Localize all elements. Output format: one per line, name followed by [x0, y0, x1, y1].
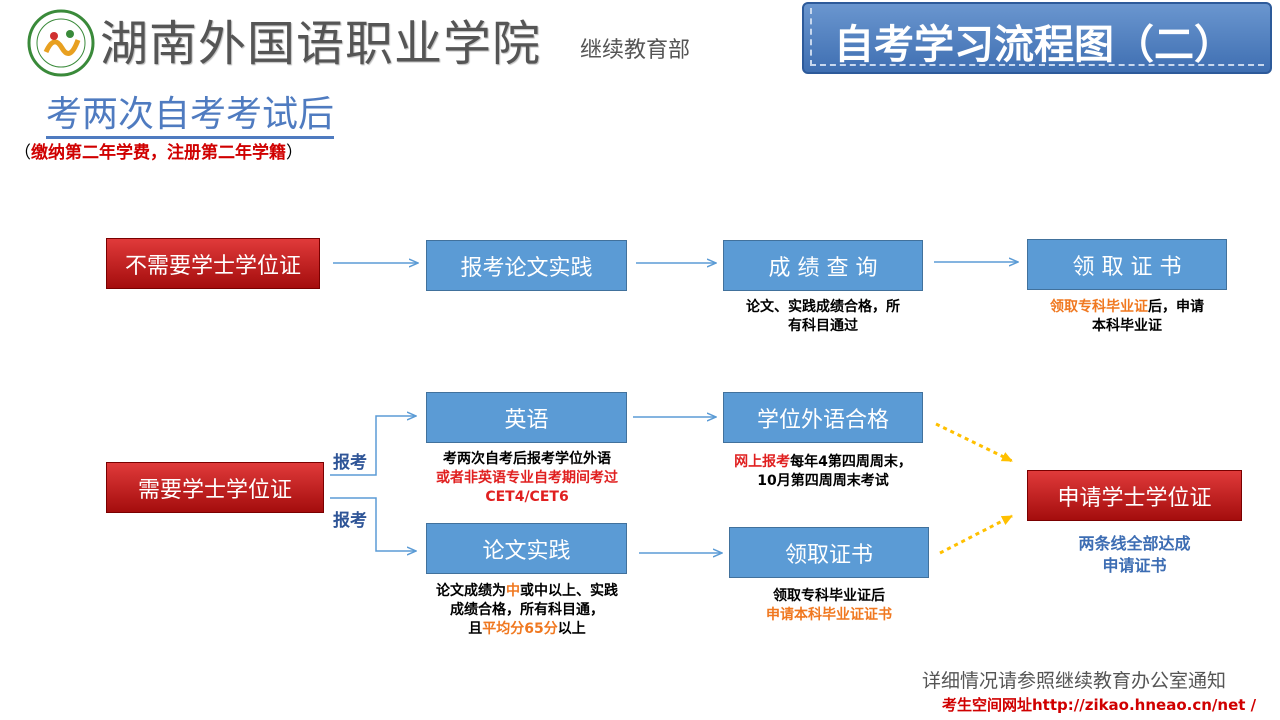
footer-note: 详细情况请参照继续教育办公室通知	[922, 670, 1227, 692]
section-note: （缴纳第二年学费，注册第二年学籍）	[14, 143, 303, 163]
foreign-language-pass-box: 学位外语合格	[723, 392, 923, 443]
arrow-branch-bottom	[330, 497, 416, 551]
dotted-arrow-bottom	[939, 514, 1013, 555]
degree-required-box: 需要学士学位证	[106, 462, 324, 513]
school-name: 湖南外国语职业学院	[100, 16, 542, 72]
thesis-practice-box: 论文实践	[426, 523, 627, 574]
apply-degree-box: 申请学士学位证	[1027, 470, 1242, 521]
enroll-thesis-box: 报考论文实践	[426, 240, 627, 291]
foreign-language-caption: 网上报考每年4第四周周末， 10月第四周周末考试	[734, 454, 912, 489]
english-caption: 考两次自考后报考学位外语 或者非英语专业自考期间考过 CET4/CET6	[436, 451, 618, 505]
school-logo	[27, 9, 95, 77]
english-box: 英语	[426, 392, 627, 443]
collect-cert-box-2: 领取证书	[729, 527, 929, 578]
grade-query-box: 成 绩 查 询	[723, 240, 923, 291]
dotted-arrow-top	[935, 422, 1013, 463]
department-name: 继续教育部	[580, 38, 691, 63]
grade-query-caption: 论文、实践成绩合格，所 有科目通过	[746, 299, 900, 334]
branch-label-bottom: 报考	[333, 511, 367, 531]
section-heading: 考两次自考考试后	[46, 94, 335, 139]
footer-url: 考生空间网址http://zikao.hneao.cn/net /	[942, 696, 1257, 714]
collect-cert-caption-2: 领取专科毕业证后 申请本科毕业证证书	[766, 588, 892, 623]
apply-degree-caption: 两条线全部达成 申请证书	[1078, 534, 1191, 575]
no-degree-box: 不需要学士学位证	[106, 238, 320, 289]
collect-cert-caption: 领取专科毕业证后，申请 本科毕业证	[1050, 299, 1204, 334]
collect-cert-box: 领 取 证 书	[1027, 239, 1227, 290]
branch-label-top: 报考	[333, 453, 367, 473]
thesis-caption: 论文成绩为中或中以上、实践 成绩合格，所有科目通， 且平均分65分以上	[436, 583, 618, 637]
arrow-branch-top	[330, 416, 416, 476]
title-banner: 自考学习流程图（二）	[802, 2, 1272, 74]
page-title: 自考学习流程图（二）	[834, 22, 1234, 68]
